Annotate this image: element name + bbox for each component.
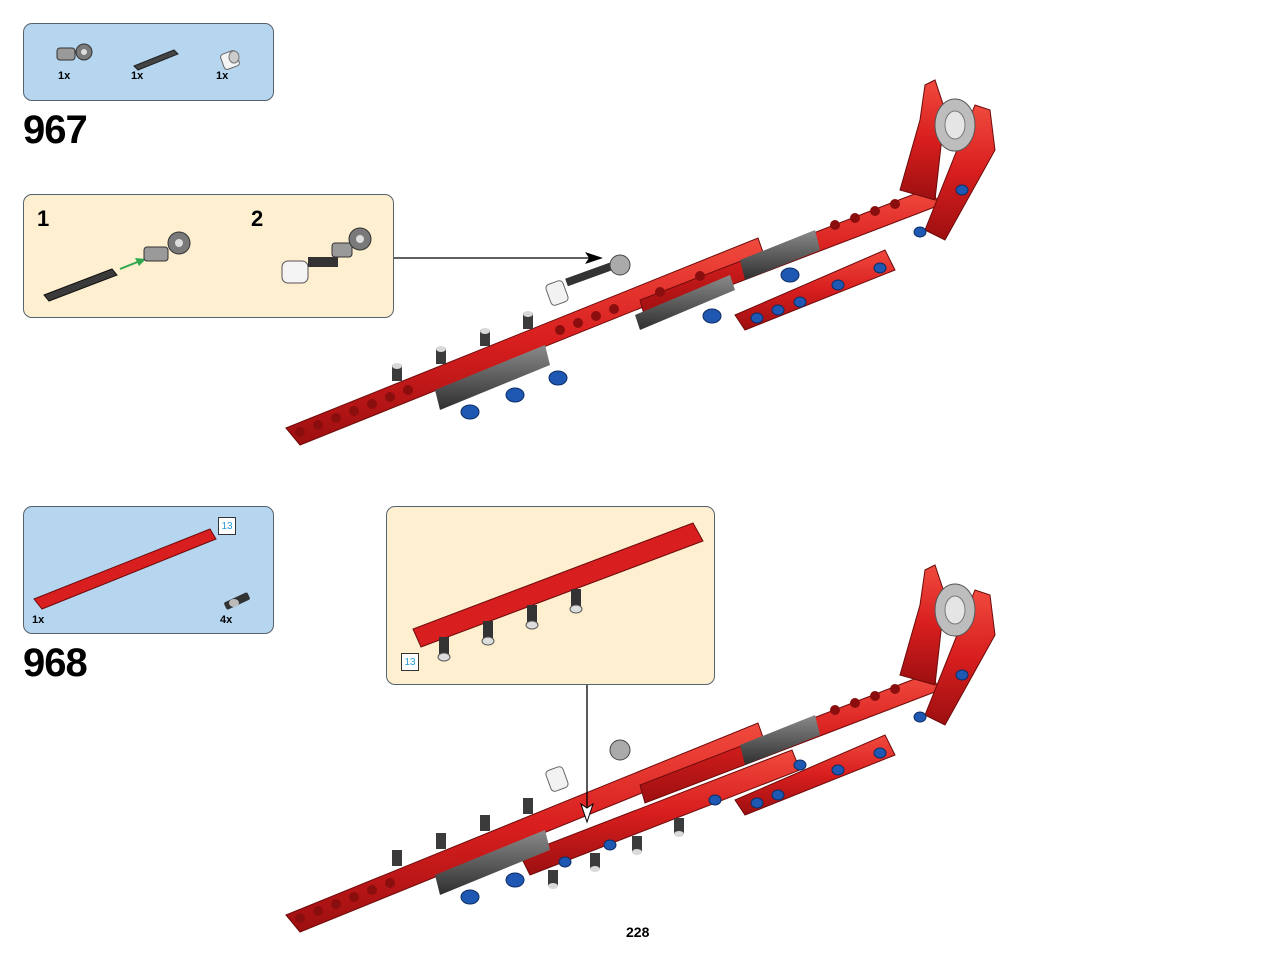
- part-qty: 1x: [58, 70, 71, 82]
- pin-icon: [437, 589, 583, 662]
- callout-illustration: [412, 522, 704, 662]
- axle-icon: [133, 49, 179, 71]
- axle-connector-icon: [308, 227, 372, 267]
- step-967-placement-arrow: [393, 252, 603, 264]
- part-qty: 4x: [220, 614, 233, 626]
- bush-icon: [220, 50, 240, 70]
- step-968-parts-list: 13 1x 4x: [23, 506, 274, 634]
- axle-icon: [43, 268, 118, 302]
- parts-icons: [33, 528, 250, 610]
- substep-illustrations: [43, 227, 372, 302]
- step-967-parts-list: 1x 1x 1x: [23, 23, 274, 101]
- beam-13-icon: [412, 522, 704, 648]
- substep-number: 1: [37, 206, 50, 231]
- parts-icons: [56, 43, 240, 71]
- part-qty: 1x: [32, 614, 45, 626]
- beam-13-icon: [33, 528, 217, 610]
- step-968-subassembly-callout: 13: [386, 506, 715, 685]
- pin-icon: [224, 592, 250, 610]
- axle-connector-icon: [143, 231, 191, 262]
- part-qty: 1x: [131, 70, 144, 82]
- page-number: 228: [626, 924, 650, 940]
- step-number: 967: [23, 108, 88, 152]
- substep-number: 2: [251, 206, 264, 231]
- step-968-model: [285, 564, 996, 933]
- step-968-placement-arrow: [580, 685, 594, 824]
- step-number: 968: [23, 641, 88, 685]
- part-qty: 1x: [216, 70, 229, 82]
- length-tag: 13: [401, 653, 419, 671]
- length-tag: 13: [218, 517, 236, 535]
- step-967-model: [285, 79, 996, 446]
- step-967-subassembly-callout: 1 2: [23, 194, 394, 318]
- bush-icon: [281, 260, 309, 284]
- axle-connector-icon: [56, 43, 93, 61]
- assembly-arrow-icon: [119, 258, 146, 270]
